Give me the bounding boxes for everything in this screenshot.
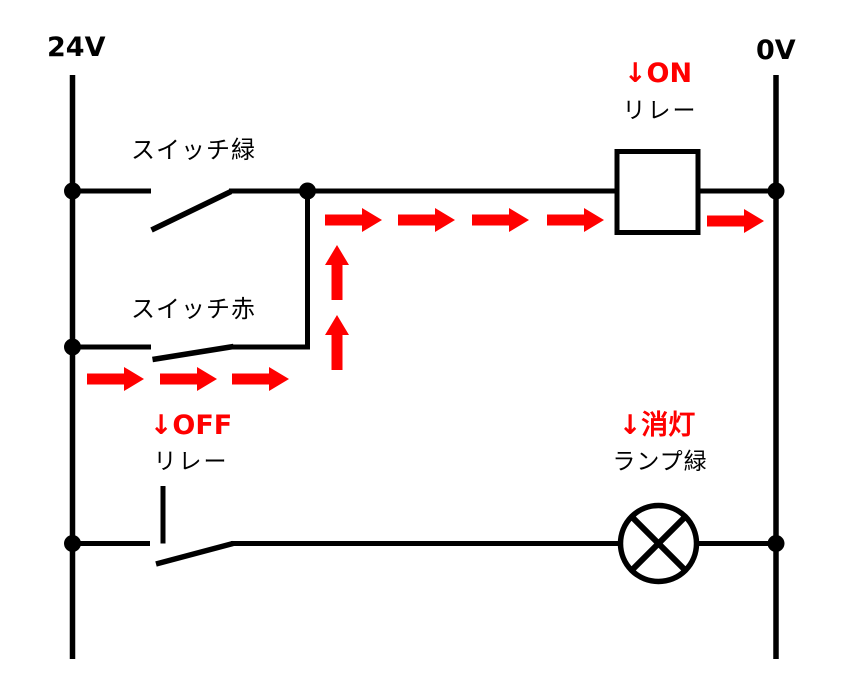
flow-arrow-right <box>325 208 382 232</box>
rung2-branch-wire <box>232 191 310 350</box>
current-flow-arrows <box>87 208 764 391</box>
junction-dot <box>767 182 785 200</box>
junction-dot <box>767 535 785 552</box>
relay-coil-label: リレー <box>622 98 698 124</box>
flow-arrow-right <box>232 367 289 391</box>
flow-arrow-right <box>398 208 455 232</box>
switch-red-blade <box>152 343 234 363</box>
flow-arrow-right <box>160 367 217 391</box>
junction-dot <box>299 182 316 200</box>
lamp-x-stroke-2 <box>630 515 687 572</box>
switch-green-blade <box>150 189 233 233</box>
lamp-status: ↓消灯 <box>618 410 696 441</box>
flow-arrow-up <box>325 315 349 370</box>
flow-arrow-right <box>547 208 604 232</box>
flow-arrow-up <box>325 245 349 300</box>
rail-left-label: 24V <box>47 32 106 63</box>
junction-dot <box>64 182 81 200</box>
relay-contact-label: リレー <box>153 449 229 475</box>
junction-dot <box>64 338 81 356</box>
rail-right-label: 0V <box>756 35 796 66</box>
lamp-label: ランプ緑 <box>612 449 708 475</box>
relay-contact-status: ↓OFF <box>149 410 233 441</box>
flow-arrow-right <box>472 208 529 232</box>
switch-red-label: スイッチ赤 <box>131 295 256 323</box>
relay-coil-box <box>614 149 701 235</box>
junction-dot <box>64 535 81 552</box>
switch-green-label: スイッチ緑 <box>131 136 256 164</box>
flow-arrow-right <box>87 367 144 391</box>
relay-coil-status: ↓ON <box>623 58 693 89</box>
flow-arrow-right <box>707 209 764 233</box>
relay-contact-blade <box>155 540 234 567</box>
